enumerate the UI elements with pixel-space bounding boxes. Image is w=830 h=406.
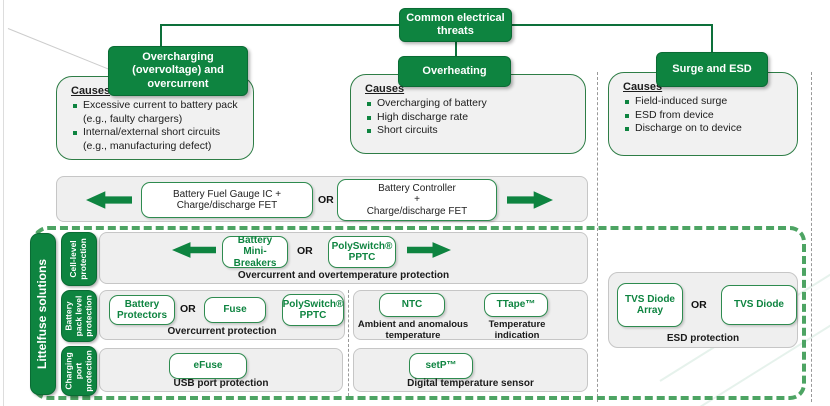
causes-heading: Causes [365,83,405,95]
esd-protection-band: TVS Diode Array OR TVS Diode ESD protect… [608,272,798,348]
pack-overcurrent-label: Overcurrent protection [167,326,277,337]
cell-level-band-label: Overcurrent and overtemperature protecti… [237,270,450,281]
tab-charging-port-label: Charging port protection [63,350,93,392]
tab-charging-port-protection: Charging port protection [61,346,97,396]
or-label: OR [180,303,196,315]
polyswitch-pptc-box: PolySwitch® PPTC [328,236,396,268]
causes-list: Overcharging of battery High discharge r… [365,97,575,138]
dashed-divider-left [597,72,598,402]
threat-header-overheating: Overheating [398,56,511,87]
ntc-label: Ambient and anomalous temperature [357,319,469,342]
tab-cell-level-label: Cell-level protection [68,238,88,280]
connector-drop-right [711,24,713,54]
fuse-box: Fuse [204,297,266,323]
arrow-left-icon [172,242,216,258]
cause-item: ESD from device [623,109,787,123]
arrow-right-icon [407,242,451,258]
cause-item: Internal/external short circuits (e.g., … [71,126,243,153]
littelfuse-solutions-tab: Littelfuse solutions [30,233,56,395]
ttape-box: TTape™ [484,293,548,317]
causes-list: Excessive current to battery pack (e.g.,… [71,99,243,154]
arrow-left-icon [86,191,132,209]
causes-list: Field-induced surge ESD from device Disc… [623,95,787,136]
root-threats-box: Common electrical threats [399,8,512,42]
dashed-divider-right [811,72,812,402]
threat-header-surge-esd: Surge and ESD [656,52,768,87]
polyswitch-pptc-box: PolySwitch® PPTC [282,294,344,326]
watermark-line-top-left [7,28,111,71]
pack-overcurrent-band: Battery Protectors OR Fuse PolySwitch® P… [99,290,345,340]
causes-heading: Causes [623,81,663,93]
usb-port-label: USB port protection [173,378,269,389]
connector-drop-center [455,40,457,59]
battery-protectors-box: Battery Protectors [109,295,175,325]
cause-item: Field-induced surge [623,95,787,109]
cause-item: Short circuits [365,124,575,138]
or-label: OR [691,299,707,311]
tab-battery-pack-label: Battery pack level protection [63,295,93,337]
system-band: Battery Fuel Gauge IC + Charge/discharge… [56,176,588,222]
tab-battery-pack-level-protection: Battery pack level protection [61,290,97,342]
causes-heading: Causes [71,85,111,97]
connector-drop-left [160,24,162,50]
ttape-label: Temperature indication [488,319,546,342]
battery-controller-box: Battery Controller + Charge/discharge FE… [337,179,497,221]
arrow-right-icon [507,191,553,209]
cause-item: High discharge rate [365,111,575,125]
battery-fuel-gauge-box: Battery Fuel Gauge IC + Charge/discharge… [141,182,313,218]
digital-temp-label: Digital temperature sensor [407,378,534,389]
dashed-divider-mid [348,290,349,396]
cell-level-band: Battery Mini-Breakers OR PolySwitch® PPT… [99,232,588,284]
tab-cell-level-protection: Cell-level protection [61,232,97,286]
ntc-box: NTC [379,293,445,317]
digital-temp-band: setP™ Digital temperature sensor [353,348,588,392]
left-edge-line [3,0,4,406]
or-label: OR [297,245,313,257]
tvs-diode-box: TVS Diode [721,285,797,325]
or-label: OR [318,194,334,206]
cause-item: Excessive current to battery pack (e.g.,… [71,99,243,126]
threat-header-overcharging: Overcharging (overvoltage) and overcurre… [108,46,248,96]
pack-temperature-band: NTC Ambient and anomalous temperature TT… [353,290,588,342]
littelfuse-solutions-tab-label: Littelfuse solutions [35,259,50,370]
cause-item: Discharge on to device [623,122,787,136]
battery-mini-breakers-box: Battery Mini-Breakers [222,235,288,269]
cause-item: Overcharging of battery [365,97,575,111]
esd-protection-label: ESD protection [666,333,740,344]
tvs-diode-array-box: TVS Diode Array [617,283,683,327]
efuse-box: eFuse [169,353,247,379]
usb-port-band: eFuse USB port protection [99,348,343,392]
setp-box: setP™ [409,353,473,379]
